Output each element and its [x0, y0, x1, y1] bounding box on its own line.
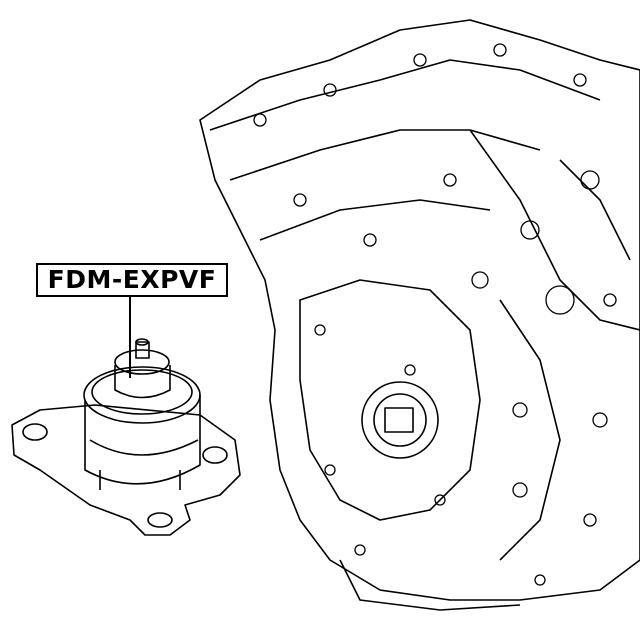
engine-mount-drawing — [11, 338, 241, 536]
engine-block-drawing — [199, 19, 640, 611]
part-number-label: FDM-EXPVF — [36, 263, 228, 297]
